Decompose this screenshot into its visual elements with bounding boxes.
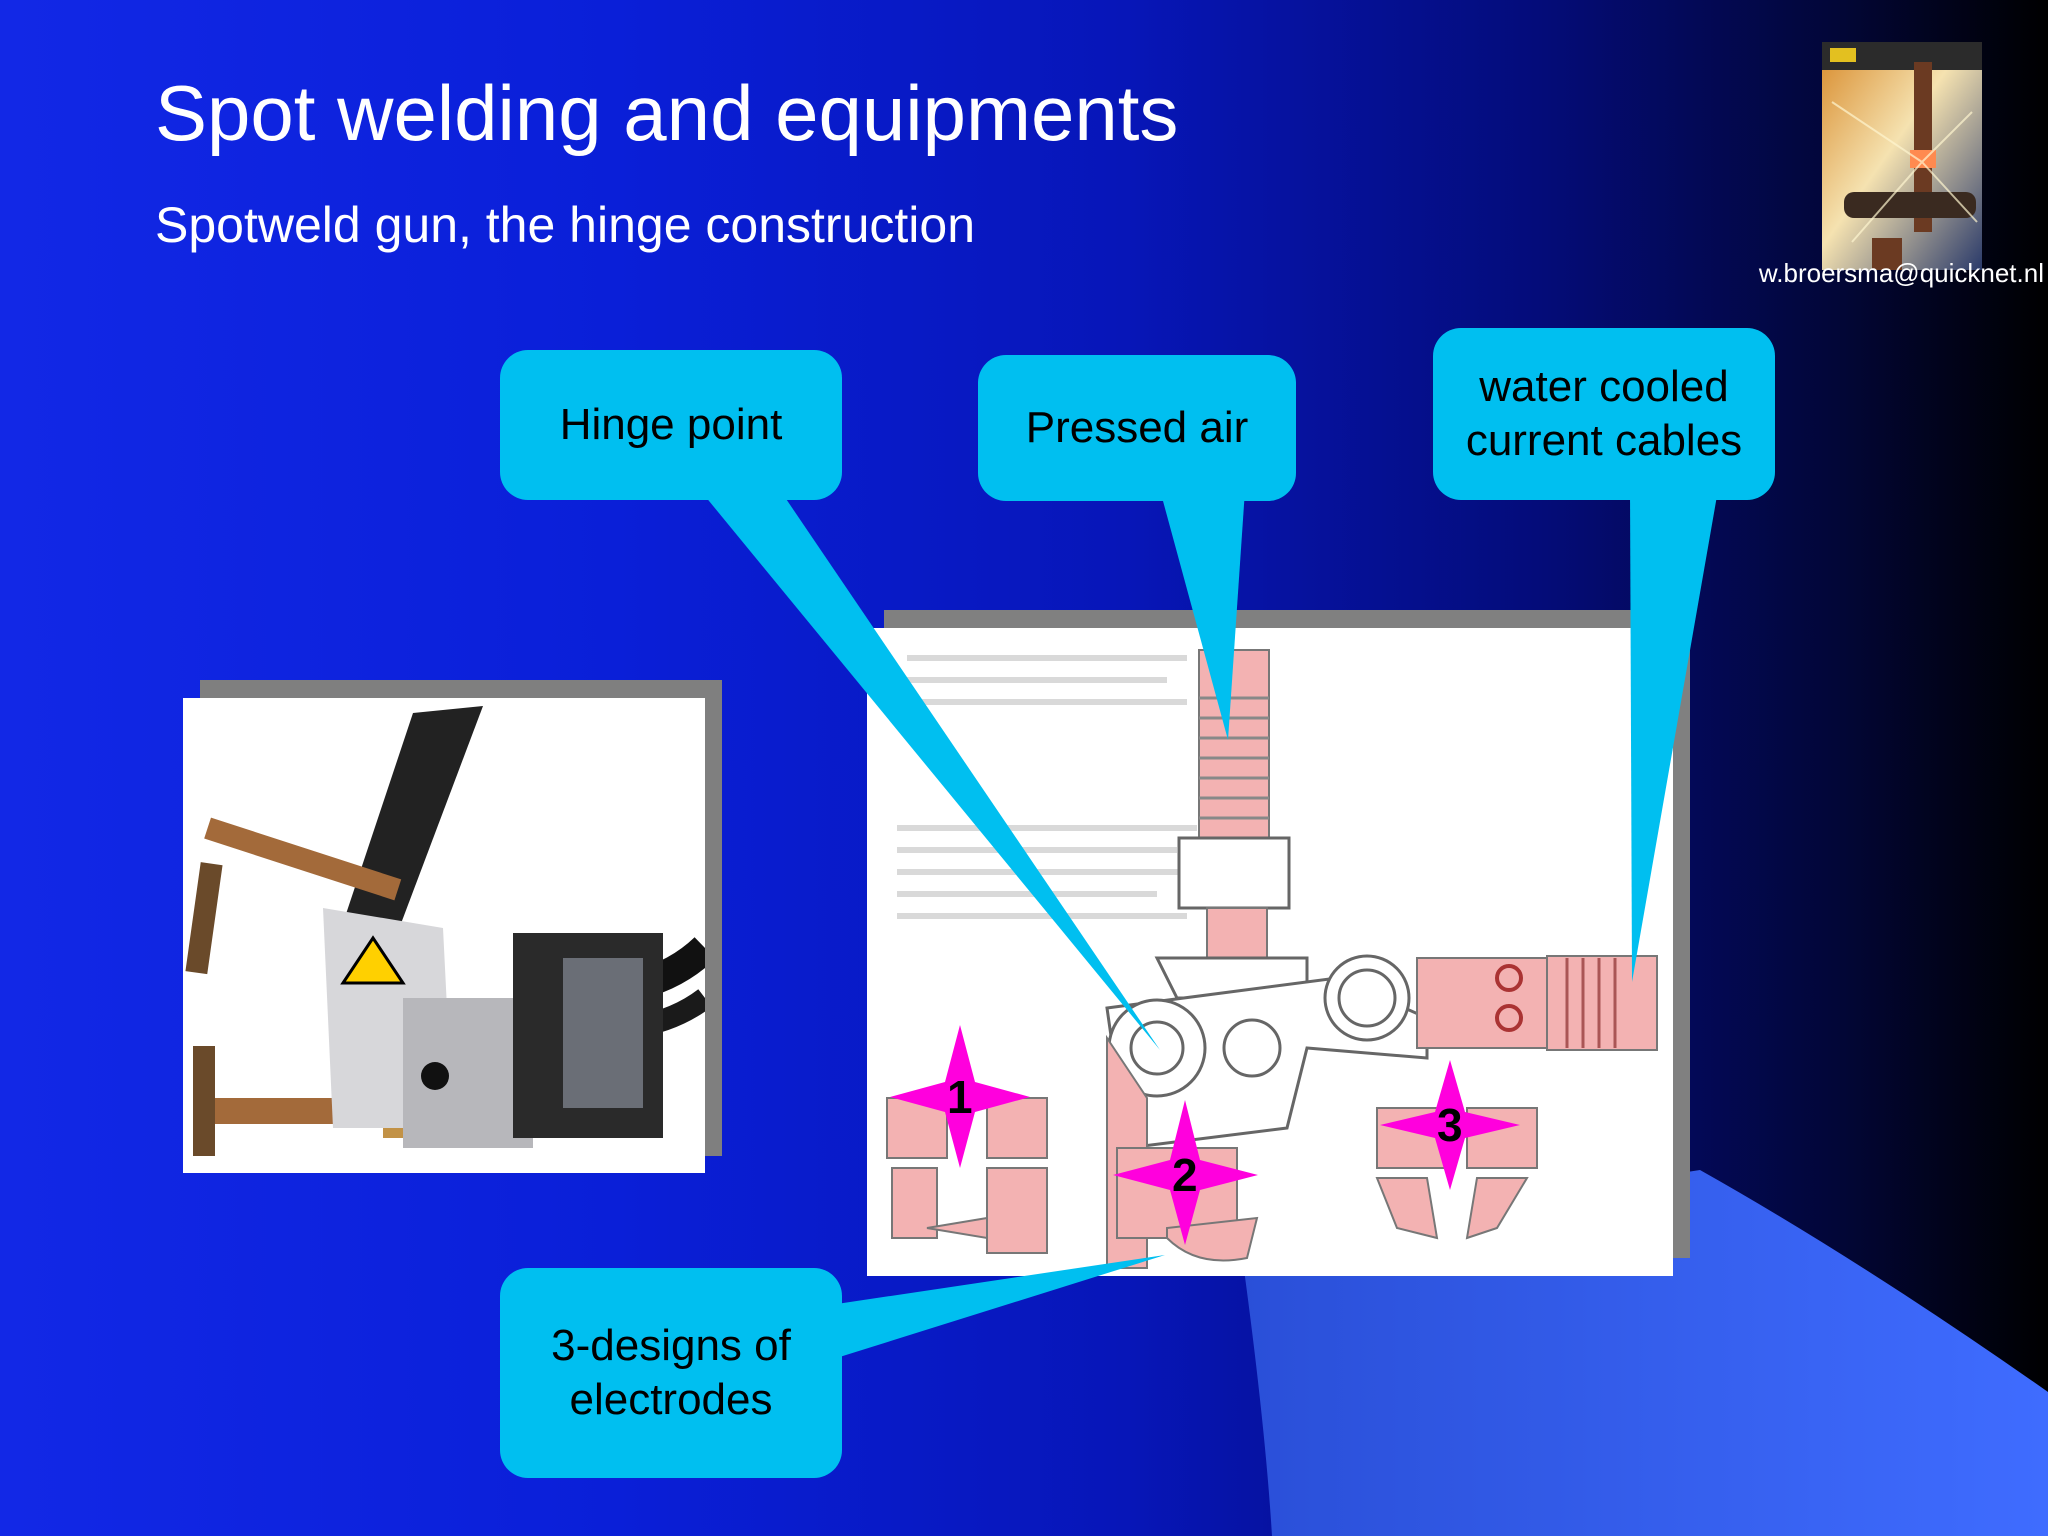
callout-hinge-point-text: Hinge point <box>559 400 783 450</box>
hinge-pointer <box>700 490 1160 1050</box>
author-email: w.broersma@quicknet.nl <box>1758 258 2044 288</box>
callout-water-cooled-cables: water cooled current cables <box>1433 328 1775 500</box>
marker-star-2 <box>1113 1100 1258 1245</box>
spotweld-gun-illustration <box>185 706 716 1156</box>
callout-water-cooled-line2: current cables <box>1465 416 1743 465</box>
marker-label-1: 1 <box>947 1071 973 1123</box>
hinge-diagram-illustration <box>886 649 1658 1269</box>
electrodes-pointer <box>830 1255 1165 1360</box>
pressed-air-pointer <box>1160 490 1245 740</box>
marker-star-3 <box>1380 1060 1520 1190</box>
cables-pointer <box>1630 490 1718 982</box>
marker-label-2: 2 <box>1172 1149 1198 1201</box>
callout-water-cooled-line1: water cooled <box>1479 362 1729 412</box>
callout-electrode-designs: 3-designs of electrodes <box>500 1268 842 1478</box>
callout-electrodes-line1: 3-designs of <box>551 1321 791 1371</box>
slide-title: Spot welding and equipments <box>155 69 1179 157</box>
callout-electrodes-line2: electrodes <box>569 1375 773 1424</box>
callout-hinge-point: Hinge point <box>500 350 842 500</box>
callout-pressed-air: Pressed air <box>978 355 1296 501</box>
marker-label-3: 3 <box>1437 1099 1463 1151</box>
hinge-diagram <box>867 628 1673 1276</box>
marker-star-1 <box>890 1025 1030 1168</box>
spotweld-gun-photo <box>183 698 716 1173</box>
slide-subtitle: Spotweld gun, the hinge construction <box>155 197 975 253</box>
callout-pressed-air-text: Pressed air <box>1025 403 1249 453</box>
welding-sparks-image <box>1822 42 1982 270</box>
welding-thumbnail <box>1822 42 1982 270</box>
